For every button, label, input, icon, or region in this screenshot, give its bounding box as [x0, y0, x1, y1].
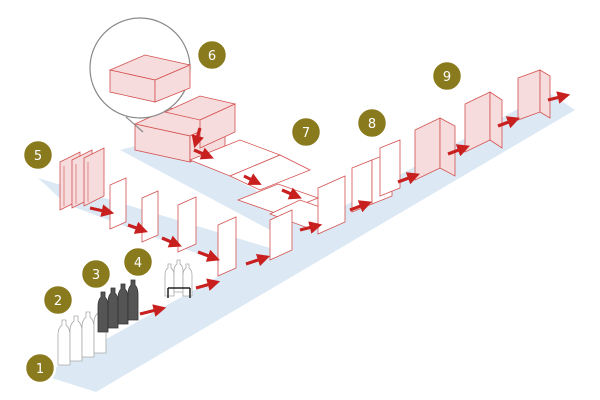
- svg-text:8: 8: [368, 117, 376, 132]
- flow-arrow-icon: [197, 249, 220, 262]
- step-badge: 4: [121, 245, 155, 279]
- flow-arrow-icon: [281, 187, 302, 200]
- step-badge: 7: [289, 115, 323, 149]
- flow-arrow-icon: [447, 144, 470, 157]
- flat-blank-stack: [59, 147, 105, 211]
- magnifier-icon: [89, 17, 192, 133]
- step-badge: 1: [23, 351, 57, 385]
- erected-cartons: [414, 69, 551, 181]
- svg-text:2: 2: [54, 294, 62, 309]
- flow-arrow-icon: [243, 173, 262, 185]
- flow-arrow-icon: [191, 127, 204, 149]
- flow-arrow-icon: [497, 116, 520, 129]
- step-badge: 5: [21, 138, 55, 172]
- step-badge: 6: [195, 38, 229, 72]
- svg-text:9: 9: [443, 70, 451, 85]
- flow-arrow-icon: [139, 304, 167, 317]
- filled-bottles: [97, 279, 139, 333]
- grouped-bottles: [164, 259, 193, 298]
- flow-arrow-icon: [161, 235, 182, 248]
- step-badge: 2: [41, 283, 75, 317]
- svg-text:1: 1: [36, 362, 44, 377]
- svg-text:3: 3: [92, 268, 100, 283]
- svg-text:6: 6: [208, 49, 216, 64]
- flow-arrow-icon: [89, 204, 115, 217]
- flow-arrow-icon: [397, 172, 420, 185]
- flow-arrow-icon: [195, 278, 221, 291]
- step-badge: 9: [430, 59, 464, 93]
- svg-text:7: 7: [302, 126, 310, 141]
- flow-arrow-icon: [127, 221, 149, 234]
- opening-carton: [351, 139, 401, 213]
- step-badge: 8: [355, 106, 389, 140]
- flow-arrow-icon: [349, 200, 372, 213]
- flow-arrows: [89, 91, 571, 317]
- svg-text:5: 5: [34, 149, 42, 164]
- flow-arrow-icon: [547, 91, 571, 104]
- step-badge: 3: [79, 257, 113, 291]
- flow-arrow-icon: [245, 253, 271, 267]
- flow-arrow-icon: [299, 221, 323, 234]
- step-badges: 1 2 3 4 5 6 7 8 9: [21, 38, 464, 385]
- flow-arrow-icon: [193, 147, 214, 160]
- svg-text:4: 4: [134, 256, 142, 271]
